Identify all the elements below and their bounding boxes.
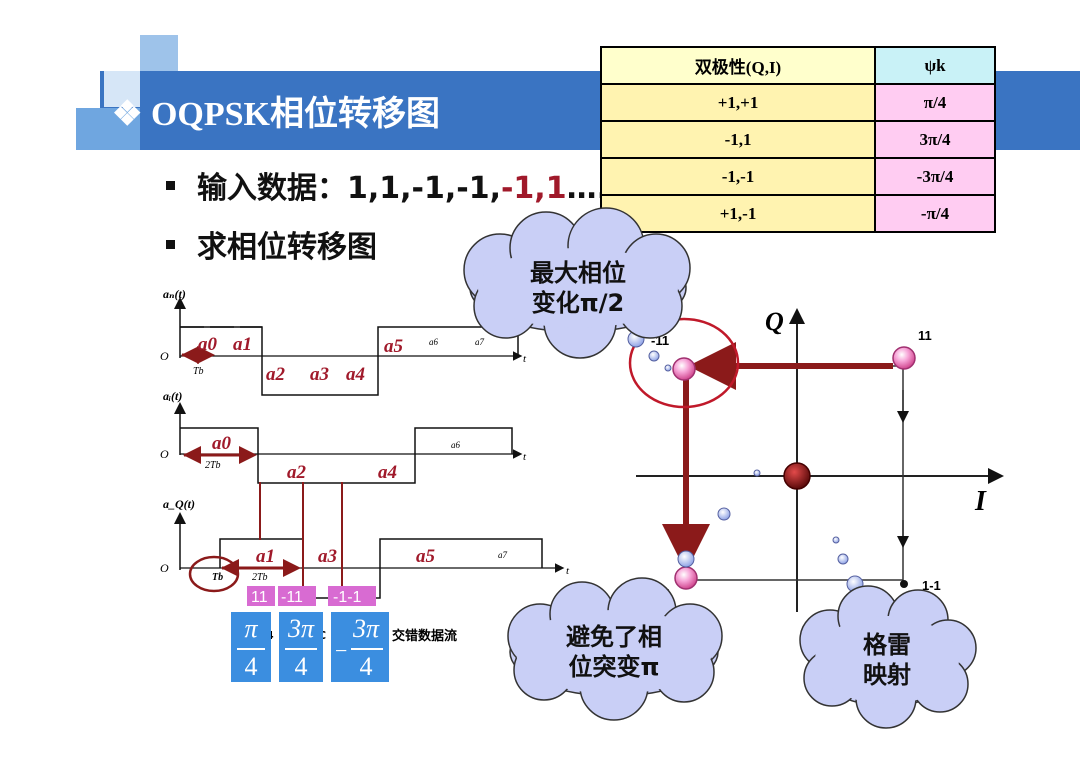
phase-fraction: 3π 4: [279, 612, 323, 682]
symbol-a0: a0: [212, 433, 232, 454]
page-title: ❖ OQPSK相位转移图: [112, 96, 440, 133]
cloud-max-change-text: 最大相位 变化π/2: [508, 258, 648, 318]
point-label-11: 11: [918, 328, 932, 343]
fraction-sign: −: [335, 638, 348, 663]
origin-label: O: [160, 561, 169, 575]
waveform-an: aₙ(t) O t Tb a0 a1 a2 a3 a4 a5 a6 a7: [160, 287, 527, 396]
fraction-denominator: 4: [244, 652, 258, 681]
cloud-line: 格雷: [863, 631, 911, 659]
bullet-find-phase: 求相位转移图: [166, 222, 377, 266]
cloud-line: 位突变π: [568, 653, 660, 681]
table-row: +1,+1 π/4: [599, 83, 996, 122]
decor-square: [76, 108, 140, 150]
cloud-fill: [815, 616, 959, 704]
decor-square: [104, 71, 140, 107]
table-cell: -1,1: [599, 120, 877, 159]
symbol-a4: a4: [378, 462, 397, 483]
fraction-bar: [351, 648, 383, 650]
pair-neg1-neg1: -1-1: [333, 589, 362, 606]
symbol-a6: a6: [451, 440, 461, 450]
table-cell: π/4: [874, 83, 996, 122]
bullet-text: 输入数据：1,1,-1,-1,: [197, 171, 501, 206]
cloud-gray-text: 格雷 映射: [837, 630, 937, 690]
cloud-avoid-text: 避免了相 位突变π: [544, 622, 684, 682]
constellation: Q I -11 11 -1-1 1-1: [627, 307, 1004, 612]
origin-label: O: [160, 447, 169, 461]
label-an: aₙ(t): [163, 287, 186, 301]
table-cell: 3π/4: [874, 120, 996, 159]
fraction-denominator: 4: [359, 652, 373, 681]
phase-fraction: π 4: [231, 612, 271, 682]
table-row: -1,1 3π/4: [599, 120, 996, 159]
symbol-a6: a6: [429, 337, 439, 347]
two-tb-label: 2Tb: [252, 572, 268, 583]
symbol-a1: a1: [256, 546, 275, 567]
fraction-numerator: 3π: [287, 614, 315, 643]
pair-labels: 11 -11 -1-1: [247, 586, 376, 606]
waveform-ai: aᵢ(t) O t 2Tb a0 a2 a4 a6: [160, 389, 527, 484]
symbol-a4: a4: [346, 364, 365, 385]
sample-markers: [259, 482, 348, 598]
tb-label: Tb: [212, 572, 223, 583]
label-aq: a_Q(t): [163, 497, 195, 511]
pair-neg1-1: -11: [281, 589, 303, 606]
cloud-line: 映射: [863, 661, 911, 689]
label-ai: aᵢ(t): [163, 389, 182, 403]
t-label: t: [523, 353, 527, 365]
symbol-a0: a0: [198, 334, 218, 355]
cloud-line: 避免了相: [566, 623, 662, 651]
cloud-line: 最大相位: [530, 259, 626, 287]
symbol-a2: a2: [266, 364, 286, 385]
point-label-1-neg1: 1-1: [922, 578, 941, 593]
cloud-line: 变化π/2: [531, 289, 625, 317]
bullet-input-data: 输入数据：1,1,-1,-1,-1,1…..: [166, 163, 619, 207]
cloud-fill: [478, 248, 678, 328]
table-cell: -1,-1: [599, 157, 877, 196]
bullet-highlight: -1,1: [500, 171, 567, 206]
symbol-a1: a1: [233, 334, 252, 355]
symbol-a3: a3: [318, 546, 337, 567]
table-cell: -π/4: [874, 194, 996, 233]
decor-square: [140, 35, 178, 71]
q-axis-label: Q: [765, 307, 784, 336]
table-row: -1,-1 -3π/4: [599, 157, 996, 196]
cloud-fill: [516, 610, 712, 694]
bullet-marker: [166, 181, 175, 190]
t-label: t: [566, 565, 570, 577]
table-header-row: 双极性(Q,I) ψk: [599, 46, 996, 85]
symbol-a7: a7: [475, 337, 485, 347]
t-label: t: [523, 451, 527, 463]
caption-staggered-stream: 交错数据流: [392, 628, 457, 644]
pair-11: 11: [251, 589, 268, 606]
table-header-cell: 双极性(Q,I): [599, 46, 877, 85]
fraction-bar: [285, 648, 317, 650]
table-cell: +1,-1: [599, 194, 877, 233]
table-header-cell: ψk: [874, 46, 996, 85]
table-cell: +1,+1: [599, 83, 877, 122]
fraction-bar: [237, 648, 265, 650]
symbol-a5: a5: [416, 546, 436, 567]
mapping-table: 双极性(Q,I) ψk +1,+1 π/4 -1,1 3π/4 -1,-1 -3…: [599, 46, 996, 233]
bullet-marker: [166, 240, 175, 249]
origin-label: O: [160, 349, 169, 363]
symbol-a3: a3: [310, 364, 329, 385]
symbol-a5: a5: [384, 336, 404, 357]
bullet-text: 求相位转移图: [197, 230, 377, 265]
tb-label: Tb: [193, 366, 204, 377]
waveform-aq: a_Q(t) O t Tb 2Tb a1 a3 a5 a7: [160, 497, 570, 599]
phase-fraction: − 3π 4: [331, 612, 389, 682]
table-cell: -3π/4: [874, 157, 996, 196]
fraction-denominator: 4: [294, 652, 308, 681]
two-tb-label: 2Tb: [205, 460, 221, 471]
table-row: +1,-1 -π/4: [599, 194, 996, 233]
symbol-a2: a2: [287, 462, 307, 483]
fraction-numerator: 3π: [352, 614, 380, 643]
i-axis-label: I: [974, 486, 987, 517]
symbol-a7: a7: [498, 550, 508, 560]
fraction-numerator: π: [244, 614, 258, 643]
